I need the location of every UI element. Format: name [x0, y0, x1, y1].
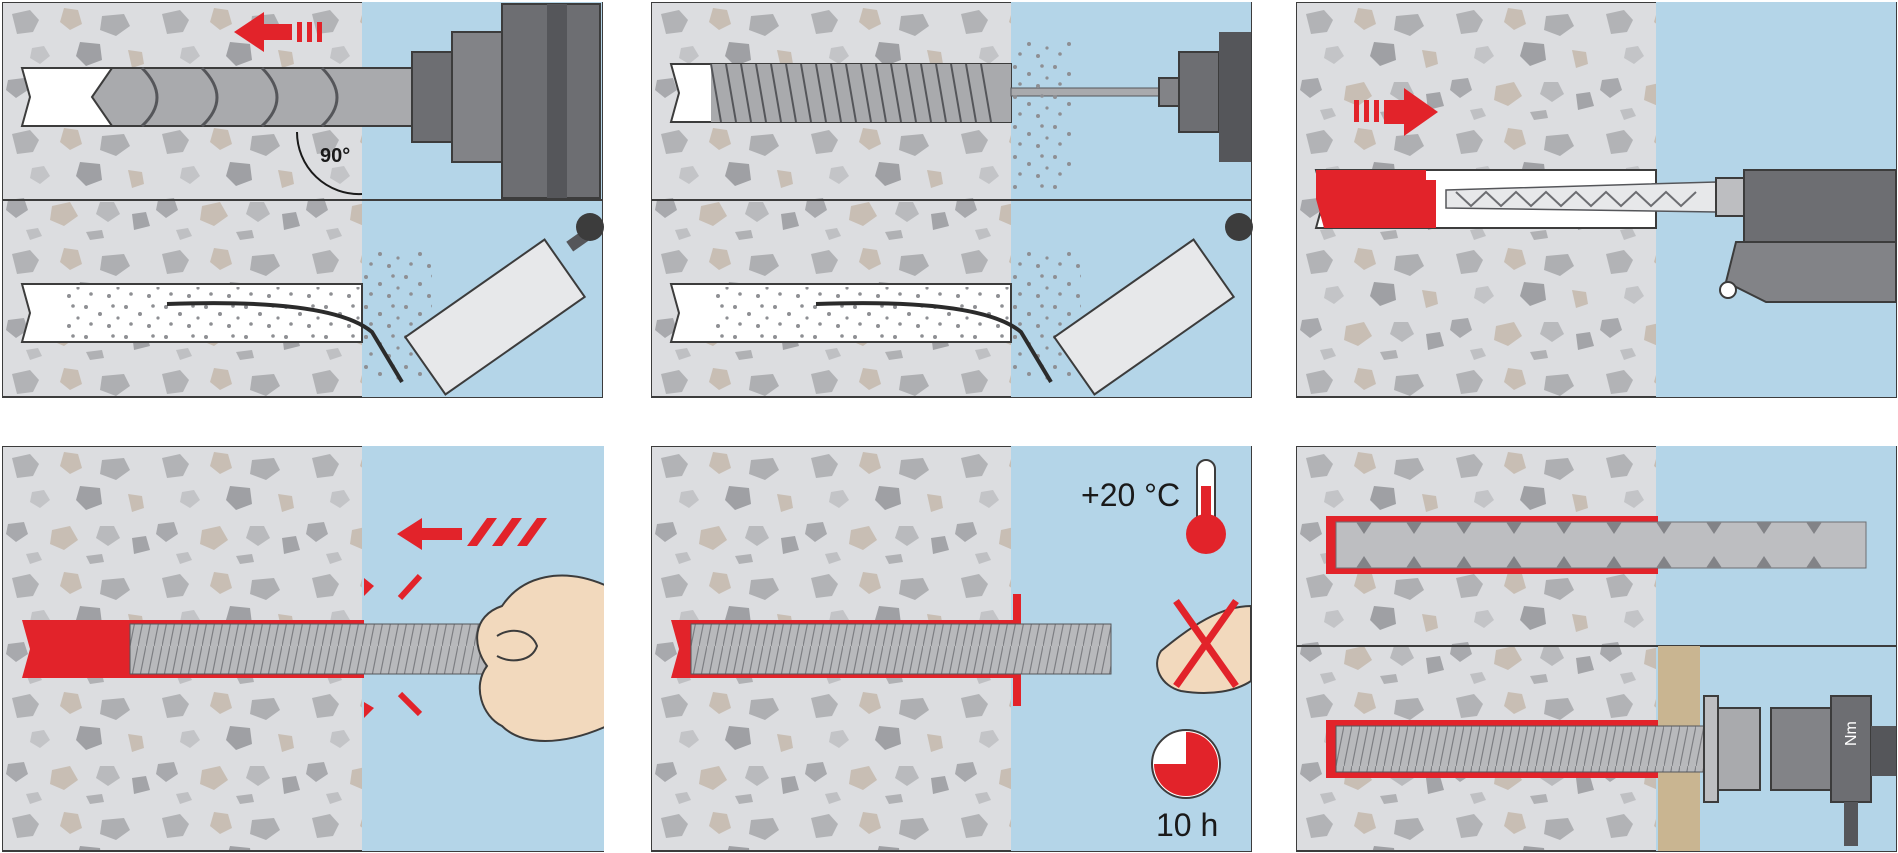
blow-pump-icon	[1052, 213, 1253, 396]
clock-icon	[1151, 729, 1221, 799]
step-cure-panel: +20 °C 10 h	[651, 446, 1253, 852]
direction-arrow-icon	[1354, 88, 1438, 136]
temperature-label: +20 °C	[1081, 477, 1180, 513]
blow-pump-icon	[403, 213, 604, 396]
wrench-unit-label: Nm	[1843, 721, 1860, 746]
drill-bit-icon	[20, 3, 601, 199]
time-label: 10 h	[1156, 807, 1218, 843]
direction-arrow-icon	[234, 12, 322, 52]
do-not-touch-icon	[1156, 598, 1252, 694]
wire-brush-icon	[710, 32, 1251, 162]
injection-gun-icon	[1445, 169, 1897, 303]
hand-icon	[476, 574, 604, 742]
angle-label: 90°	[320, 145, 350, 167]
step-inject-panel	[1296, 2, 1898, 398]
torque-wrench-icon	[1770, 695, 1896, 846]
step-insert-rod-panel	[2, 446, 604, 852]
step-torque-panel: Nm	[1296, 446, 1898, 852]
step-drill-panel: 90°	[2, 2, 604, 398]
thermometer-icon	[1186, 459, 1226, 554]
step-brush-panel	[651, 2, 1253, 398]
direction-arrow-icon	[397, 518, 547, 717]
